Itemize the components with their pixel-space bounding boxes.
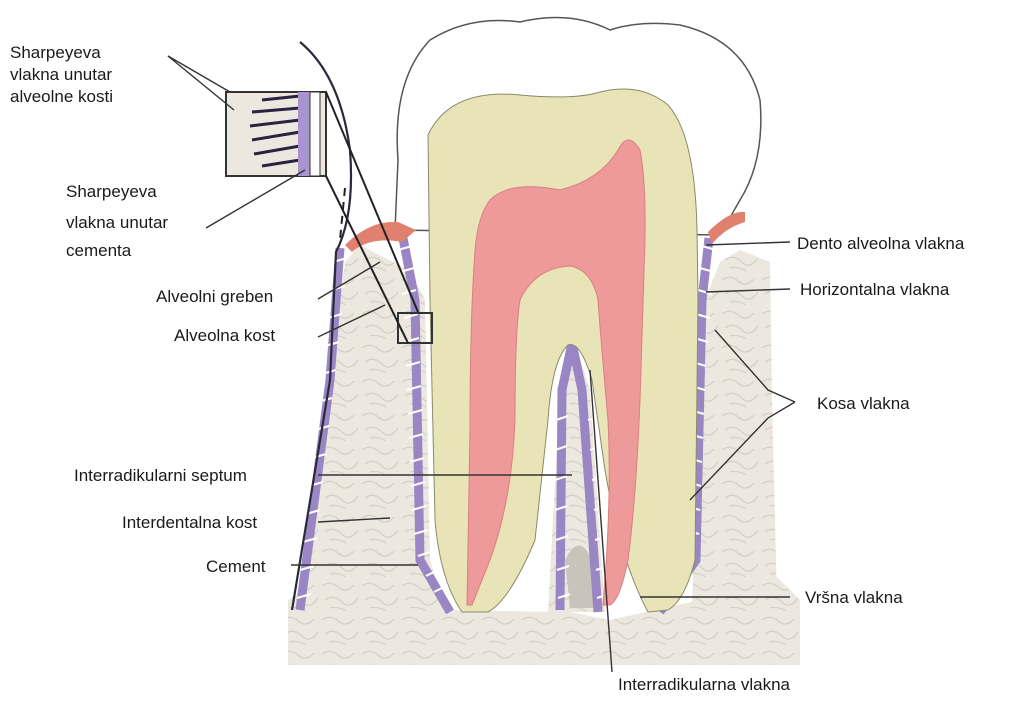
label-sharpey-bone-1: Sharpeyeva [10,43,101,62]
label-interdental-bone: Interdentalna kost [122,513,257,532]
label-sharpey-bone-3: alveolne kosti [10,87,113,106]
label-apical-fibers: Vršna vlakna [805,588,903,607]
label-sharpey-cem-1: Sharpeyeva [66,182,157,201]
label-dentoalveolar-fibers: Dento alveolna vlakna [797,234,965,253]
sharpey-fibers-inset [226,92,326,176]
label-cementum: Cement [206,557,266,576]
label-sharpey-bone-2: vlakna unutar [10,65,112,84]
label-alveolar-bone: Alveolna kost [174,326,275,345]
label-sharpey-cem-3: cementa [66,241,132,260]
label-interradicular-septum: Interradikularni septum [74,466,247,485]
label-horizontal-fibers: Horizontalna vlakna [800,280,950,299]
label-sharpey-cem-2: vlakna unutar [66,213,168,232]
label-alveolar-crest: Alveolni greben [156,287,273,306]
label-interradicular-fibers: Interradikularna vlakna [618,675,791,694]
label-oblique-fibers: Kosa vlakna [817,394,910,413]
